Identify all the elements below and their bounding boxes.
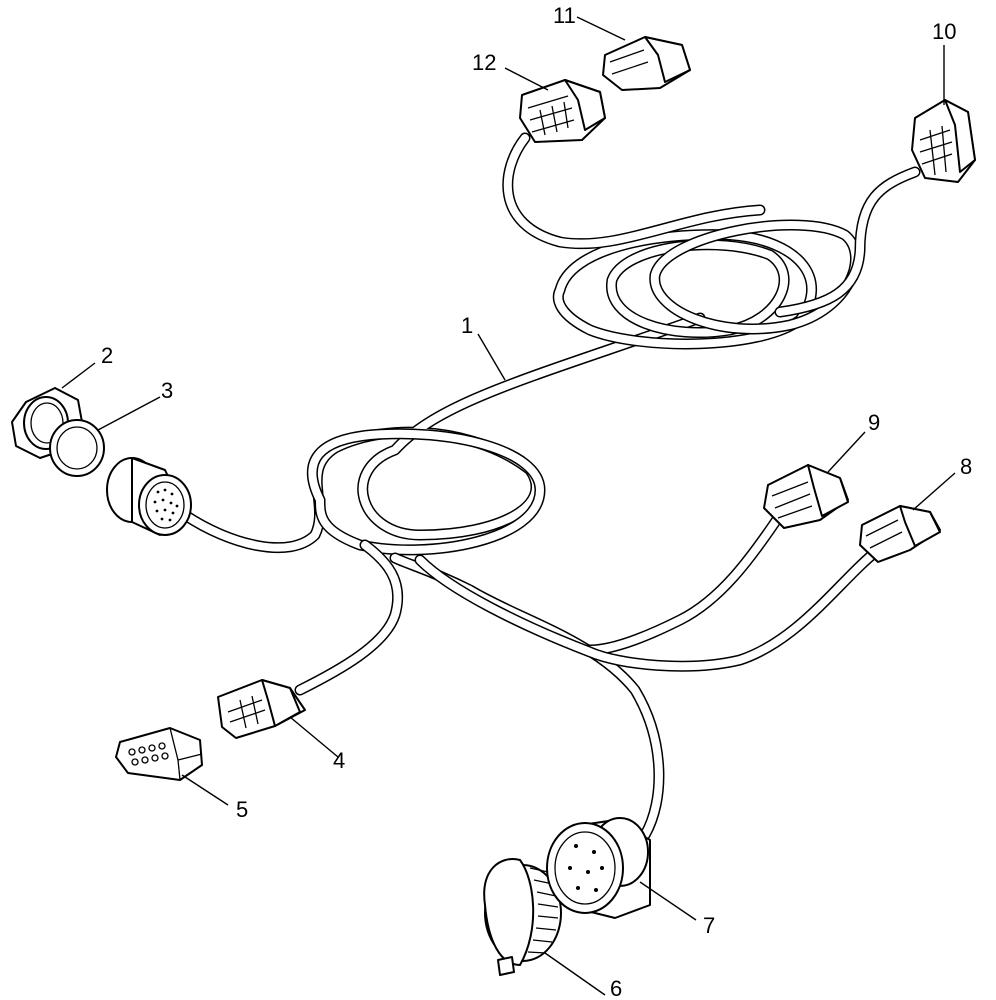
callout-7: 7 — [703, 913, 715, 938]
callout-4: 4 — [333, 748, 345, 773]
protective-cap — [483, 858, 562, 976]
callout-12: 12 — [472, 50, 496, 75]
round-receptacle-item-7 — [546, 817, 651, 919]
callout-labels: 1 2 3 4 5 6 7 8 9 10 11 12 — [101, 3, 972, 1000]
connector-item-8 — [859, 505, 941, 563]
connector-item-12 — [519, 79, 606, 143]
callout-9: 9 — [868, 410, 880, 435]
callout-6: 6 — [610, 976, 622, 1000]
connector-item-4 — [217, 679, 306, 739]
leader-lines — [61, 16, 956, 996]
callout-5: 5 — [236, 797, 248, 822]
callout-11: 11 — [553, 3, 576, 28]
harness-cable — [179, 132, 921, 841]
sealing-ring — [49, 419, 105, 477]
callout-8: 8 — [960, 454, 972, 479]
callout-10: 10 — [932, 19, 956, 44]
bulkhead-round-connector — [106, 457, 192, 536]
callout-1: 1 — [461, 313, 473, 338]
callout-3: 3 — [161, 378, 173, 403]
connector-item-5 — [115, 727, 203, 781]
connector-item-9 — [763, 464, 849, 529]
callout-2: 2 — [101, 343, 113, 368]
connector-item-11 — [602, 36, 691, 91]
connector-item-10 — [911, 99, 976, 183]
